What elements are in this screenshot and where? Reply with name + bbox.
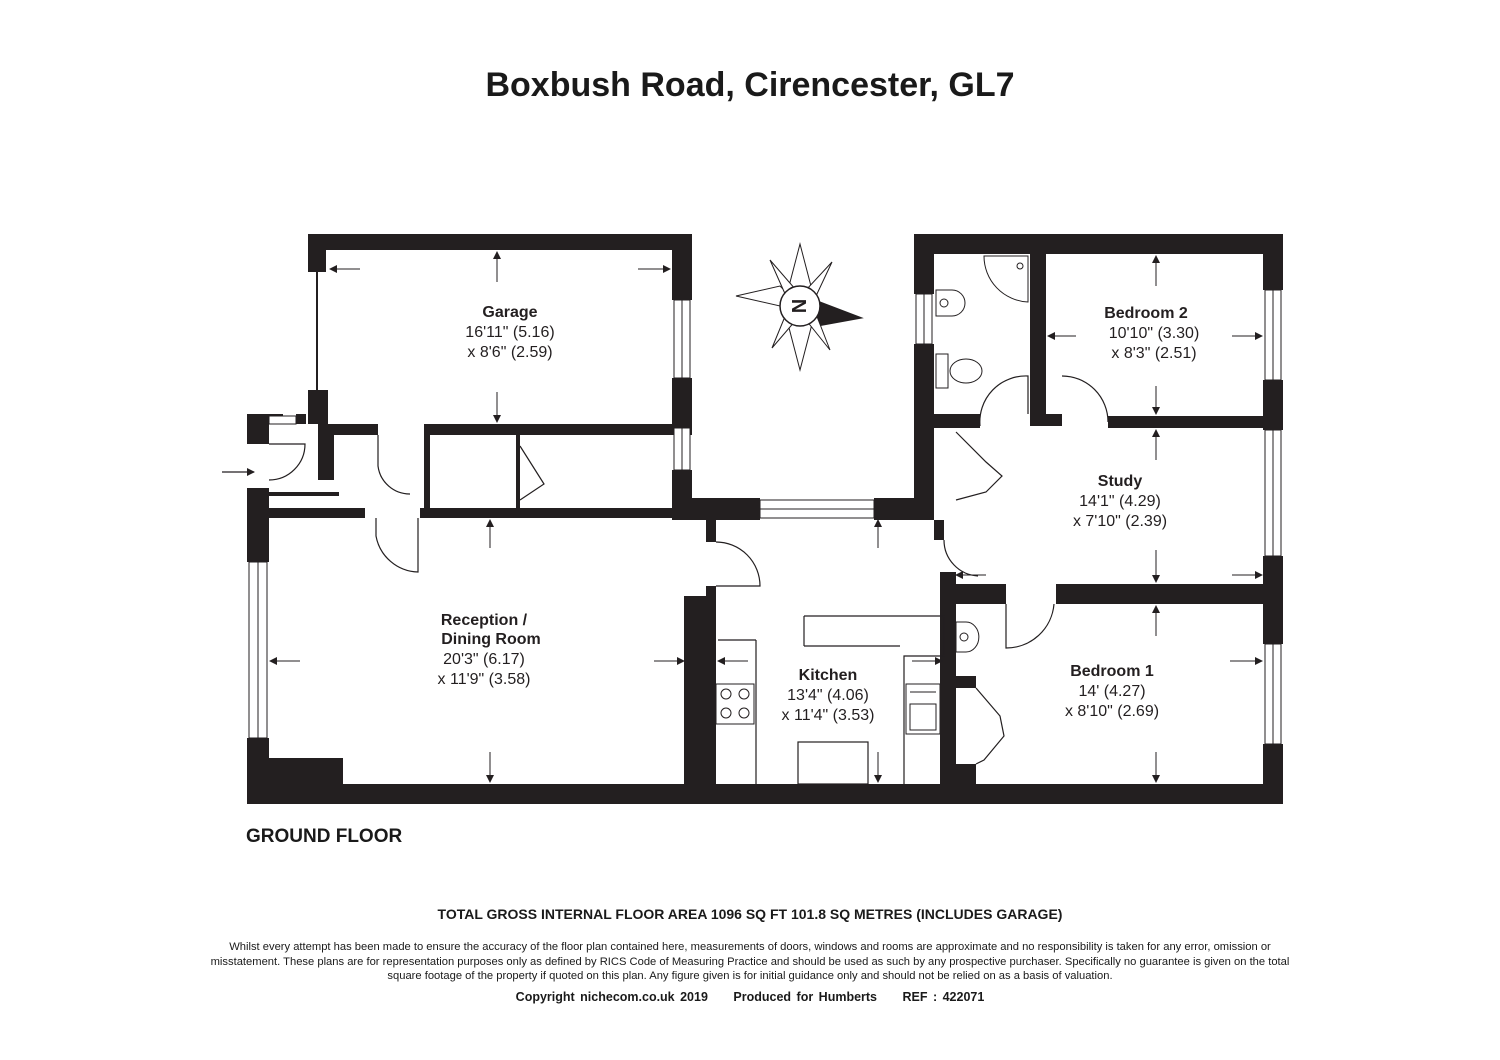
study-name: Study — [1098, 473, 1143, 490]
fixtures — [715, 255, 1029, 735]
basin-icon — [955, 621, 980, 653]
bedroom2-dim: x 8'3" (2.51) — [1111, 345, 1196, 362]
footer: Copyright nichecom.co.uk 2019 Produced f… — [0, 990, 1500, 1004]
kitchen-dim: x 11'4" (3.53) — [782, 707, 875, 724]
compass-letter: N — [789, 299, 811, 313]
kitchen-name: Kitchen — [799, 667, 858, 684]
room-labels: Garage 16'11" (5.16) x 8'6" (2.59) Bedro… — [438, 304, 1200, 724]
copyright-text: Copyright nichecom.co.uk 2019 — [515, 990, 708, 1004]
doors — [268, 375, 1109, 785]
garage-dim: x 8'6" (2.59) — [467, 344, 552, 361]
garage-name: Garage — [482, 304, 537, 321]
kitchen-dim: 13'4" (4.06) — [787, 687, 869, 704]
basin-icon — [935, 289, 966, 317]
total-area: TOTAL GROSS INTERNAL FLOOR AREA 1096 SQ … — [437, 906, 1063, 922]
reception-dim: 20'3" (6.17) — [443, 651, 525, 668]
reception-dim: x 11'9" (3.58) — [438, 671, 531, 688]
reference-text: REF : 422071 — [902, 990, 985, 1004]
study-dim: 14'1" (4.29) — [1079, 493, 1161, 510]
study-dim: x 7'10" (2.39) — [1073, 513, 1167, 530]
bedroom1-dim: 14' (4.27) — [1078, 683, 1145, 700]
hob-icon — [715, 683, 755, 725]
bedroom2-name: Bedroom 2 — [1104, 305, 1188, 322]
floor-label: GROUND FLOOR — [246, 826, 403, 847]
produced-for-text: Produced for Humberts — [733, 990, 878, 1004]
sink-icon — [905, 683, 941, 735]
bedroom1-name: Bedroom 1 — [1070, 663, 1154, 680]
compass-icon: N — [735, 242, 864, 372]
bedroom1-dim: x 8'10" (2.69) — [1065, 703, 1159, 720]
reception-name: Dining Room — [441, 631, 541, 648]
bedroom2-dim: 10'10" (3.30) — [1109, 325, 1200, 342]
windows — [248, 289, 1282, 745]
shower-icon — [983, 255, 1029, 303]
dimension-arrows — [269, 251, 1263, 783]
garage-dim: 16'11" (5.16) — [465, 324, 554, 341]
walls — [247, 234, 1283, 804]
plan-title: Boxbush Road, Cirencester, GL7 — [485, 66, 1015, 104]
reception-name: Reception / — [441, 612, 528, 629]
toilet-icon — [935, 353, 983, 389]
disclaimer: Whilst every attempt has been made to en… — [210, 941, 1290, 982]
